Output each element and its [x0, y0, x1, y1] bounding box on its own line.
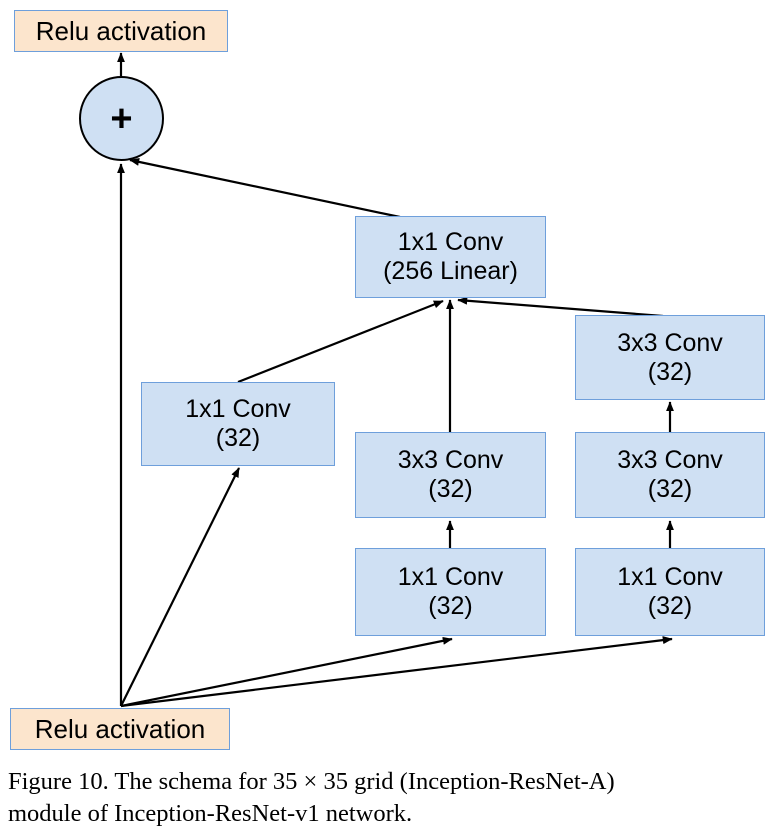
branch-b-conv-3x3-32[interactable]: 3x3 Conv (32) — [355, 432, 546, 518]
branch-c-conv-3x3-32-top[interactable]: 3x3 Conv (32) — [575, 315, 765, 400]
relu-bottom-label: Relu activation — [34, 713, 206, 744]
branch-a-conv-1x1-32-line1: 1x1 Conv — [185, 395, 291, 423]
branch-c-conv-1x1-32-line2: (32) — [647, 592, 693, 620]
conv-1x1-256-linear-line1: 1x1 Conv — [397, 228, 504, 256]
plus-icon: + — [110, 97, 133, 140]
branch-c-conv-3x3-32-middle-line1: 3x3 Conv — [617, 446, 723, 474]
branch-c-conv-3x3-32-middle[interactable]: 3x3 Conv (32) — [575, 432, 765, 518]
edge-branch-a-to-linear-proj — [237, 299, 444, 384]
figure-caption-line-2: module of Inception-ResNet-v1 network. — [8, 799, 413, 827]
branch-c-conv-3x3-32-middle-line2: (32) — [647, 475, 693, 503]
branch-b-conv-1x1-32-line1: 1x1 Conv — [397, 563, 504, 591]
residual-sum-node[interactable]: + — [79, 76, 164, 161]
edge-branch-c-to-linear-proj — [457, 296, 664, 318]
branch-b-conv-1x1-32[interactable]: 1x1 Conv (32) — [355, 548, 546, 636]
branch-c-conv-3x3-32-top-line1: 3x3 Conv — [617, 328, 723, 357]
relu-activation-top[interactable]: Relu activation — [14, 10, 228, 52]
branch-b-conv-3x3-32-line2: (32) — [428, 475, 473, 503]
edge-relu-bottom-to-branch-b — [120, 636, 453, 708]
branch-c-conv-1x1-32[interactable]: 1x1 Conv (32) — [575, 548, 765, 636]
figure-caption: Figure 10. The schema for 35 × 35 grid (… — [8, 766, 768, 829]
edge-relu-bottom-to-branch-c — [120, 636, 673, 708]
conv-1x1-256-linear[interactable]: 1x1 Conv (256 Linear) — [355, 216, 546, 298]
branch-a-conv-1x1-32[interactable]: 1x1 Conv (32) — [141, 382, 335, 466]
figure-caption-line-1: Figure 10. The schema for 35 × 35 grid (… — [8, 768, 615, 795]
edge-relu-bottom-to-branch-a — [120, 467, 240, 707]
conv-1x1-256-linear-line2: (256 Linear) — [383, 257, 518, 285]
relu-top-label: Relu activation — [35, 15, 207, 46]
branch-a-conv-1x1-32-line2: (32) — [215, 424, 261, 452]
branch-b-conv-1x1-32-line2: (32) — [428, 592, 473, 620]
branch-c-conv-3x3-32-top-line2: (32) — [647, 357, 693, 386]
branch-b-conv-3x3-32-line1: 3x3 Conv — [397, 446, 504, 474]
relu-activation-bottom[interactable]: Relu activation — [10, 708, 230, 750]
edge-linear-proj-to-sum — [129, 157, 401, 219]
branch-c-conv-1x1-32-line1: 1x1 Conv — [617, 563, 723, 591]
